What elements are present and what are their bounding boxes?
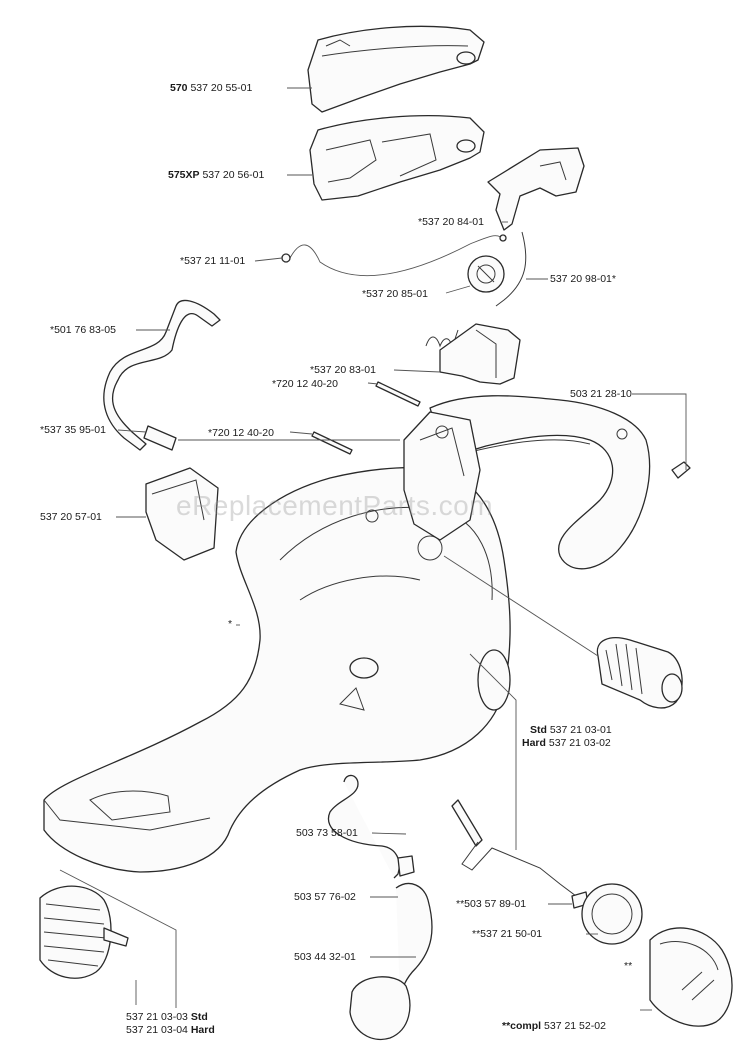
fuel-cap xyxy=(649,927,733,1027)
fuel-hose xyxy=(103,299,221,451)
part-537-21-03-01: 537 21 03-01 xyxy=(549,724,612,736)
label-compl-537-21-52-02: **compl 537 21 52-02 xyxy=(502,1020,606,1032)
label-537-21-50-01: **537 21 50-01 xyxy=(472,928,543,940)
stop-switch xyxy=(467,255,505,293)
model-575xp: 575XP xyxy=(168,169,200,181)
label-hard-buffer: Hard 537 21 03-02 xyxy=(522,737,611,749)
fuel-line xyxy=(327,774,433,999)
label-std-buffer: Std 537 21 03-01 xyxy=(530,724,612,736)
watermark: eReplacementParts.com xyxy=(176,490,494,521)
model-570: 570 xyxy=(170,82,188,94)
handle-frame xyxy=(403,411,481,541)
label-537-20-85-01: *537 20 85-01 xyxy=(362,288,428,300)
leader-lines xyxy=(59,87,687,1011)
label-537-35-95-01: *537 35 95-01 xyxy=(40,424,106,436)
label-537-20-98-01: 537 20 98-01* xyxy=(550,273,616,285)
intake-cover xyxy=(145,467,219,561)
part-537-21-03-02: 537 21 03-02 xyxy=(548,737,611,749)
rear-handle xyxy=(429,395,651,570)
part-537-21-52-02: 537 21 52-02 xyxy=(544,1020,606,1032)
label-720-12-40-20-b: *720 12 40-20 xyxy=(208,427,274,439)
handle-screw xyxy=(671,461,691,479)
label-537-20-84-01: *537 20 84-01 xyxy=(418,216,484,228)
label-503-57-89-01: **503 57 89-01 xyxy=(456,898,527,910)
throttle-rod xyxy=(281,234,507,276)
part-537-20-55-01: 537 20 55-01 xyxy=(190,82,253,94)
label-537-20-83-01: *537 20 83-01 xyxy=(310,364,376,376)
label-503-21-28-10: 503 21 28-10 xyxy=(570,388,632,400)
compl-prefix: **compl xyxy=(502,1020,542,1032)
label-537-21-11-01: *537 21 11-01 xyxy=(180,255,246,267)
fuel-nipple xyxy=(143,425,177,451)
choke-rod xyxy=(495,231,527,307)
tank-vent xyxy=(451,799,589,909)
roll-pin-a xyxy=(375,381,421,407)
label-575xp: 575XP 537 20 56-01 xyxy=(168,169,264,181)
roll-pin-b xyxy=(311,431,353,455)
av-buffer-front xyxy=(39,885,129,979)
label-503-44-32-01: 503 44 32-01 xyxy=(294,951,356,963)
hard-prefix: Hard xyxy=(522,737,546,749)
front-hard-suffix: Hard xyxy=(190,1024,215,1036)
label-537-21-03-03: 537 21 03-03 Std xyxy=(126,1011,208,1023)
front-std-suffix: Std xyxy=(190,1011,208,1023)
throttle-trigger xyxy=(487,147,585,231)
av-buffer-rear xyxy=(596,637,683,709)
label-503-57-76-02: 503 57 76-02 xyxy=(294,891,356,903)
part-537-21-03-03: 537 21 03-03 xyxy=(126,1011,188,1023)
label-537-20-57-01: 537 20 57-01 xyxy=(40,511,102,523)
label-star: * xyxy=(228,618,233,630)
cylinder-cover-575xp xyxy=(309,115,485,201)
cap-seal xyxy=(581,883,643,945)
part-537-21-03-04: 537 21 03-04 xyxy=(126,1024,188,1036)
part-537-20-56-01: 537 20 56-01 xyxy=(202,169,265,181)
cylinder-cover-570 xyxy=(307,25,485,113)
label-537-21-03-04: 537 21 03-04 Hard xyxy=(126,1024,215,1036)
label-570: 570 537 20 55-01 xyxy=(170,82,252,94)
label-501-76-83-05: *501 76 83-05 xyxy=(50,324,116,336)
fuel-filter xyxy=(349,976,411,1040)
std-prefix: Std xyxy=(530,724,547,736)
label-720-12-40-20-a: *720 12 40-20 xyxy=(272,378,338,390)
tank-housing xyxy=(43,466,511,873)
label-503-73-58-01: 503 73 58-01 xyxy=(296,827,358,839)
throttle-lockout xyxy=(439,323,521,385)
label-double-star: ** xyxy=(624,960,633,972)
